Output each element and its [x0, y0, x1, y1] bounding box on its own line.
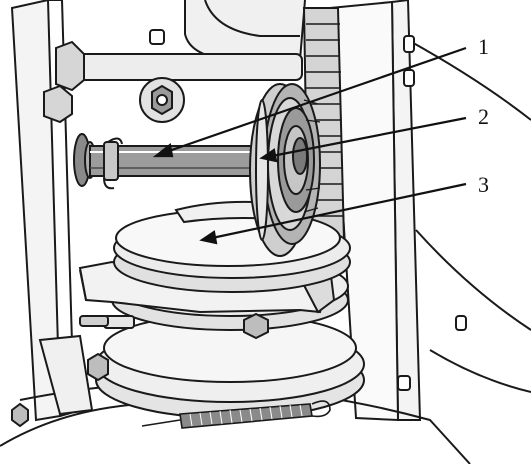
back-bolt	[139, 77, 185, 123]
callout-labels: 1 2 3	[478, 34, 489, 197]
leader-line-1	[165, 46, 467, 154]
callout-2: 2	[478, 104, 489, 129]
mounting-holes	[149, 29, 467, 391]
arrowhead-3	[199, 230, 218, 245]
tension-spring	[141, 400, 331, 429]
callout-1: 1	[478, 34, 489, 59]
leader-line-3	[211, 182, 467, 240]
shaft	[73, 133, 263, 190]
arrowhead-2	[259, 148, 278, 163]
leader-lines	[152, 46, 467, 245]
upper-rod	[43, 40, 303, 124]
callout-3: 3	[478, 172, 489, 197]
arrowhead-1	[152, 143, 174, 158]
pulley	[249, 83, 321, 257]
leader-line-2	[271, 116, 467, 158]
